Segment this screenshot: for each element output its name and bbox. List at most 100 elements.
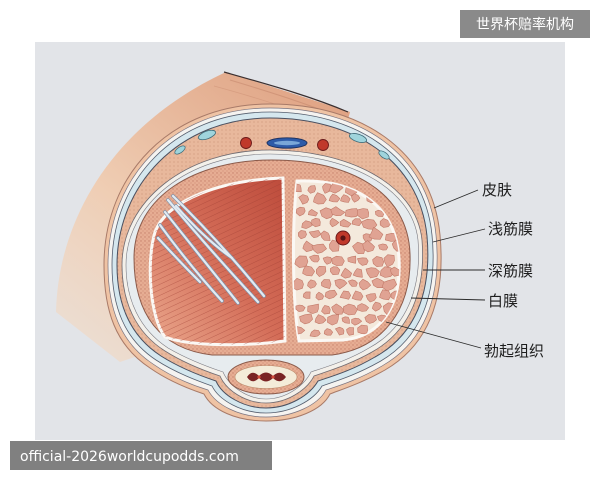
urethra bbox=[247, 372, 286, 382]
erectile-tissue-blob bbox=[365, 267, 380, 279]
erectile-tissue-blob bbox=[351, 193, 361, 203]
erectile-tissue-blob bbox=[321, 279, 332, 289]
erectile-tissue-blob bbox=[307, 303, 319, 314]
erectile-tissue-blob bbox=[334, 278, 348, 290]
dorsal-vessels bbox=[174, 129, 390, 160]
erectile-tissue-blob bbox=[322, 256, 332, 265]
erectile-tissue-blob bbox=[344, 208, 360, 218]
erectile-tissue-blob bbox=[390, 266, 400, 277]
leader-line-superficial-fascia bbox=[432, 228, 486, 243]
erectile-tissue-blob bbox=[302, 240, 315, 252]
erectile-tissue-blob bbox=[357, 303, 369, 312]
leader-line-skin bbox=[433, 189, 479, 209]
erectile-tissue-blob bbox=[372, 256, 385, 267]
cavernous-artery-lumen bbox=[340, 235, 346, 241]
erectile-tissue-blob bbox=[351, 290, 364, 301]
erectile-tissue-blob bbox=[330, 206, 346, 216]
erectile-tissue-blob bbox=[307, 185, 316, 194]
erectile-tissue-blob bbox=[330, 266, 341, 275]
erectile-tissue-blob bbox=[313, 192, 327, 205]
label-deep-fascia: 深筋膜 bbox=[488, 262, 533, 280]
erectile-tissue-blob bbox=[329, 217, 340, 228]
erectile-tissue-blob bbox=[368, 227, 384, 240]
erectile-tissue-blob bbox=[331, 303, 344, 315]
nerve-right bbox=[348, 133, 368, 143]
erectile-tissue-blob bbox=[339, 219, 352, 228]
erectile-tissue-blob bbox=[309, 329, 321, 337]
erectile-tissue-blob bbox=[308, 209, 318, 217]
erectile-tissue-blob bbox=[358, 278, 371, 291]
erectile-tissue-blob bbox=[298, 230, 307, 240]
erectile-tissue-blob bbox=[381, 278, 397, 292]
dorsal-vein-lumen bbox=[274, 140, 300, 146]
label-skin: 皮肤 bbox=[482, 181, 512, 199]
erectile-tissue-blob bbox=[351, 317, 362, 326]
erectile-tissue-blob bbox=[298, 194, 310, 205]
artery-right bbox=[317, 139, 329, 151]
erectile-tissue-blob bbox=[327, 314, 339, 326]
urethra-vessel bbox=[271, 375, 275, 379]
left-corpus-cavernosum bbox=[148, 176, 287, 347]
erectile-tissue-blob bbox=[311, 243, 327, 254]
erectile-tissue-blob bbox=[314, 314, 327, 324]
corpus-spongiosum bbox=[227, 359, 305, 395]
label-superficial-fascia: 浅筋膜 bbox=[488, 220, 533, 238]
erectile-tissue-blob bbox=[343, 303, 358, 316]
erectile-tissue-blob bbox=[364, 314, 377, 324]
erectile-tissue-blob bbox=[311, 218, 321, 228]
watermark-top-right: 世界杯赔率机构 bbox=[460, 10, 590, 38]
erectile-tissue-blob bbox=[365, 293, 377, 303]
erectile-tissue-blob bbox=[302, 265, 315, 277]
erectile-tissue-blob bbox=[340, 194, 351, 203]
erectile-tissue-blob bbox=[322, 183, 332, 194]
erectile-tissue-blob bbox=[347, 255, 357, 264]
urethra-vessel bbox=[257, 375, 261, 379]
erectile-tissue-blob bbox=[309, 254, 320, 263]
erectile-tissue-blob bbox=[352, 268, 363, 278]
erectile-tissue-blob bbox=[293, 278, 304, 291]
erectile-tissue-blob bbox=[351, 218, 362, 226]
erectile-tissue-blob bbox=[378, 243, 389, 251]
erectile-tissue-blob bbox=[315, 291, 324, 301]
artery-left bbox=[240, 137, 252, 149]
nerve-far-left bbox=[174, 145, 186, 155]
erectile-tissue-blob bbox=[383, 254, 395, 268]
erectile-tissue-blob bbox=[335, 326, 345, 336]
erectile-tissue-blob bbox=[323, 328, 333, 336]
erectile-tissue-blob bbox=[362, 240, 375, 253]
erectile-tissue-blob bbox=[316, 266, 327, 277]
fibrous-strands bbox=[156, 194, 266, 305]
erectile-tissue-blob bbox=[379, 218, 392, 228]
leader-lines bbox=[385, 189, 486, 349]
watermark-bottom-left: official-2026worldcupodds.com bbox=[10, 441, 272, 470]
erectile-tissue-blob bbox=[375, 209, 385, 217]
erectile-tissue-blob bbox=[295, 206, 306, 217]
erectile-tissue-blob bbox=[348, 279, 358, 287]
erectile-tissue-blob bbox=[299, 313, 313, 325]
erectile-tissue-blob bbox=[302, 291, 311, 299]
erectile-tissue-blob bbox=[308, 230, 322, 238]
erectile-tissue-blob bbox=[357, 257, 369, 266]
label-tunica-albuginea: 白膜 bbox=[488, 292, 518, 310]
nerve-far-right bbox=[378, 150, 390, 160]
erectile-tissue-blob bbox=[324, 289, 338, 300]
erectile-tissue-blob bbox=[361, 218, 378, 230]
nerve-left bbox=[198, 129, 216, 141]
label-erectile-tissue: 勃起组织 bbox=[484, 342, 544, 360]
erectile-tissue-blob bbox=[320, 230, 331, 241]
erectile-tissue-blob bbox=[331, 255, 345, 266]
erectile-tissue-blob bbox=[339, 290, 351, 300]
watermark-bottom-left-text: official-2026worldcupodds.com bbox=[20, 449, 239, 465]
leader-line-tunica-albuginea bbox=[410, 297, 486, 301]
erectile-tissue-blob bbox=[357, 208, 369, 220]
watermark-top-right-text: 世界杯赔率机构 bbox=[476, 16, 574, 33]
erectile-tissue-blob bbox=[301, 220, 313, 229]
leader-line-erectile-tissue bbox=[385, 321, 482, 349]
erectile-tissue-blob bbox=[341, 316, 350, 324]
erectile-tissue-blob bbox=[372, 301, 382, 312]
erectile-tissue-blob bbox=[295, 304, 306, 312]
erectile-tissue-blob bbox=[328, 193, 341, 203]
right-corpus-cavernosum bbox=[291, 179, 401, 343]
erectile-tissue-blob bbox=[307, 279, 317, 289]
